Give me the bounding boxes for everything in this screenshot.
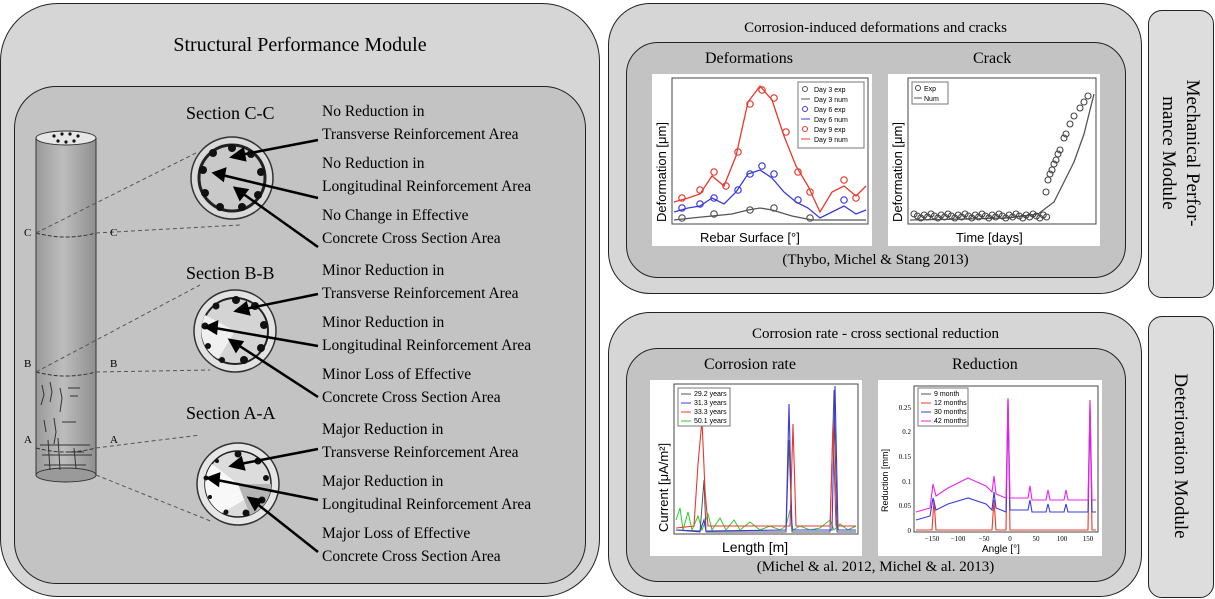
deformations-xlabel: Rebar Surface [°] (700, 230, 800, 245)
cut-label-a-left: A (24, 434, 32, 446)
deformations-legend: Day 3 exp Day 3 num Day 6 exp Day 6 num … (797, 81, 865, 149)
deterioration-citation: (Michel & al. 2012, Michel & al. 2013) (756, 559, 995, 575)
svg-text:0.25: 0.25 (899, 404, 912, 412)
cut-label-c-right: C (110, 227, 117, 239)
crack-data-point (1048, 166, 1056, 174)
crack-ylabel: Deformation [μm] (890, 122, 905, 222)
corrosion-legend: 29.2 years 31.3 years 33.3 years 50.1 ye… (677, 387, 731, 427)
crack-data-point (1080, 98, 1088, 106)
crack-data-point (1084, 92, 1092, 100)
section-a-a-title: Section A-A (186, 403, 276, 423)
svg-text:Day 9 exp: Day 9 exp (814, 127, 846, 134)
svg-text:12 months: 12 months (934, 400, 967, 407)
svg-text:50: 50 (1033, 535, 1041, 543)
mechanical-title: Corrosion-induced deformations and crack… (744, 20, 1007, 36)
cut-label-a-right: A (110, 434, 118, 446)
deformations-ylabel: Deformation [μm] (654, 122, 669, 222)
crack-data-point (1043, 213, 1051, 221)
reduction-ylabel: Reduction [mm] (880, 449, 890, 512)
deterioration-side-label: Deterioration Module (1170, 373, 1191, 539)
section-b-b-title: Section B-B (186, 263, 275, 283)
svg-text:0: 0 (1008, 535, 1012, 543)
svg-text:29.2 years: 29.2 years (694, 391, 727, 398)
corrosion-xlabel: Length [m] (722, 539, 788, 555)
cut-label-b-left: B (24, 358, 31, 370)
crack-xlabel: Time [days] (956, 230, 1023, 245)
svg-text:9 month: 9 month (934, 391, 959, 398)
deterioration-title: Corrosion rate - cross sectional reducti… (751, 326, 999, 342)
reduction-xticks: −150 −100 −50 0 50 100 150 (925, 535, 1094, 543)
svg-text:Day 3 num: Day 3 num (814, 97, 848, 104)
svg-text:31.3 years: 31.3 years (694, 400, 727, 407)
concrete-column (35, 130, 241, 523)
section-c-c-title: Section C-C (186, 103, 275, 123)
crack-data-point (1050, 160, 1058, 168)
crack-data-point (1046, 170, 1054, 178)
crack-data-point (1054, 150, 1062, 158)
svg-text:0: 0 (908, 527, 912, 535)
svg-text:0.05: 0.05 (899, 502, 912, 510)
structural-module-title: Structural Performance Module (173, 34, 427, 56)
crack-plot: Deformation [μm] Time [days] Exp Num (888, 74, 1100, 246)
reduction-legend: 9 month 12 months 30 months 42 months (917, 387, 969, 427)
svg-text:0.15: 0.15 (899, 453, 912, 461)
cut-label-c-left: C (24, 227, 31, 239)
svg-text:Day 6 exp: Day 6 exp (814, 107, 846, 114)
deformations-plot: Deformation [μm] Rebar Surface [°] Day 3… (652, 74, 872, 246)
svg-text:−100: −100 (951, 535, 966, 543)
crack-data-point (1060, 134, 1068, 142)
crack-data-point (1052, 156, 1060, 164)
mechanical-panel2-title: Crack (973, 50, 1012, 67)
corrosion-ylabel: Current [μA/m²] (656, 443, 671, 532)
svg-text:100: 100 (1057, 535, 1068, 543)
mechanical-side-tab (1148, 10, 1214, 298)
crack-data-point (1056, 146, 1064, 154)
svg-text:Num: Num (924, 96, 939, 103)
svg-text:−150: −150 (925, 535, 940, 543)
crack-legend: Exp Num (911, 81, 949, 105)
svg-text:150: 150 (1083, 535, 1094, 543)
crack-data-point (1066, 120, 1074, 128)
svg-text:42 months: 42 months (934, 418, 967, 425)
svg-text:Day 3 exp: Day 3 exp (814, 87, 846, 94)
svg-text:Day 6 num: Day 6 num (814, 117, 848, 124)
cut-label-b-right: B (110, 358, 117, 370)
svg-text:0.2: 0.2 (902, 428, 911, 436)
svg-text:0.1: 0.1 (902, 478, 911, 486)
svg-text:30 months: 30 months (934, 409, 967, 416)
corrosion-rate-plot: Current [μA/m²] Length [m] 29.2 years 31… (650, 380, 862, 556)
crack-data-point (1044, 176, 1052, 184)
crack-data-point (1076, 104, 1084, 112)
structural-diagram: C C B B A A (24, 130, 319, 553)
crack-data-point (1042, 188, 1050, 196)
mechanical-panel1-title: Deformations (705, 50, 793, 67)
svg-text:Day 9 num: Day 9 num (814, 137, 848, 144)
svg-text:Exp: Exp (924, 86, 936, 93)
svg-text:33.3 years: 33.3 years (694, 409, 727, 416)
reduction-plot: Reduction [mm] Angle [°] 0.25 0.2 0.15 0… (878, 380, 1102, 556)
crack-data-point (1070, 112, 1078, 120)
reduction-xlabel: Angle [°] (982, 544, 1020, 555)
svg-text:−50: −50 (979, 535, 990, 543)
reduction-yticks: 0.25 0.2 0.15 0.1 0.05 0 (899, 404, 912, 535)
deterioration-panel2-title: Reduction (952, 356, 1018, 373)
crack-data-point (1062, 130, 1070, 138)
mechanical-side-label: Mechanical Perfor-mance Module (1158, 79, 1203, 227)
deterioration-side-tab (1148, 316, 1214, 598)
structural-inner-panel (14, 86, 586, 584)
mechanical-citation: (Thybo, Michel & Stang 2013) (782, 252, 969, 268)
deterioration-panel1-title: Corrosion rate (704, 356, 796, 373)
svg-text:50.1 years: 50.1 years (694, 418, 727, 425)
